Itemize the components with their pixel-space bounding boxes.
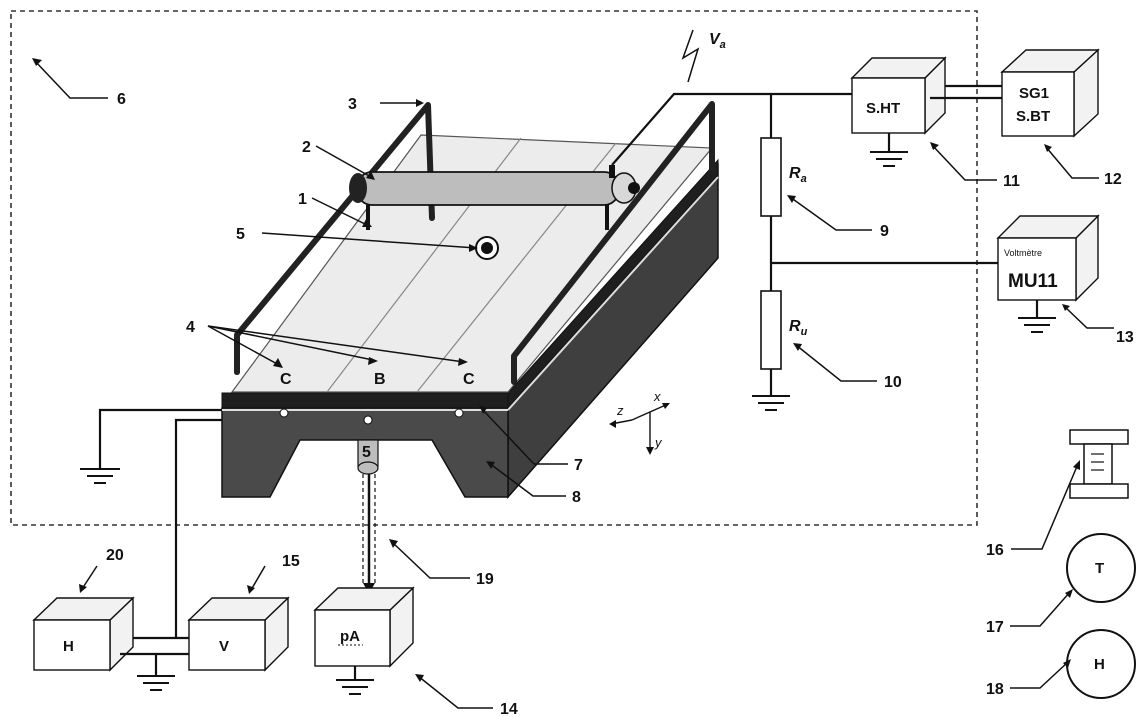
ref-8: 8 xyxy=(572,489,581,506)
resistor-ra xyxy=(760,137,782,217)
thermometer-circle: T xyxy=(1066,533,1136,603)
ref-5: 5 xyxy=(236,226,245,243)
ref-20: 20 xyxy=(106,547,124,564)
axis-z-label: z xyxy=(616,403,624,418)
v-box: V xyxy=(187,596,290,672)
sensor-16-icon xyxy=(1069,429,1129,499)
plate-hole-left xyxy=(279,408,289,418)
voltmeter-main-label: MU11 xyxy=(1008,271,1058,292)
metal-plate-strip-side xyxy=(507,176,719,411)
axis-indicator: z x y xyxy=(609,389,670,455)
signal-generator-box: SG1 S.BT xyxy=(1000,48,1100,138)
metal-plate-edge xyxy=(221,392,509,409)
table-base-front xyxy=(221,407,509,498)
voltmeter-small-label: Voltmètre xyxy=(1004,248,1042,258)
hygrometer-circle: H xyxy=(1066,629,1136,699)
t-circle-label: T xyxy=(1095,560,1104,577)
reference-numbers: 1 2 3 4 5 6 7 8 9 10 11 12 13 14 15 16 1… xyxy=(106,91,1134,717)
h-box: H xyxy=(32,596,135,672)
strip-label-left: C xyxy=(280,371,292,388)
voltage-label: Va xyxy=(709,31,726,51)
ref-17: 17 xyxy=(986,619,1004,636)
guide-rail-right xyxy=(511,101,715,385)
h-box-label: H xyxy=(63,638,74,655)
ground-hv-icon xyxy=(137,675,175,691)
resistor-ru xyxy=(760,290,782,370)
v-box-label: V xyxy=(219,638,229,655)
voltmeter-box: Voltmètre MU11 xyxy=(996,214,1100,333)
ref-11: 11 xyxy=(1003,173,1020,190)
picoammeter-box: pA xyxy=(313,586,415,695)
ground-plate-icon xyxy=(80,468,120,484)
axis-y-label: y xyxy=(654,435,663,450)
resistor-ra-label: Ra xyxy=(789,165,807,185)
probe-tip xyxy=(357,461,379,475)
electrode-end-left xyxy=(349,173,367,203)
ground-divider-icon xyxy=(752,395,790,411)
ref-19: 19 xyxy=(476,571,494,588)
ref-2: 2 xyxy=(302,139,311,156)
ref-18: 18 xyxy=(986,681,1004,698)
strip-label-mid: B xyxy=(374,371,386,388)
ref-3: 3 xyxy=(348,96,357,113)
ref-14: 14 xyxy=(500,701,518,717)
resistor-ru-label: Ru xyxy=(789,318,808,338)
ref-10: 10 xyxy=(884,374,902,391)
ref-4: 4 xyxy=(186,319,195,336)
enclosure-dashed-border xyxy=(10,10,978,526)
ref-12: 12 xyxy=(1104,171,1122,188)
plate-ground-wire xyxy=(98,408,222,468)
plate-hole-mid xyxy=(363,415,373,425)
pa-label: pA xyxy=(340,628,360,645)
electrode-body xyxy=(356,171,620,206)
electrode-clamp-right xyxy=(628,182,640,194)
probe-label: 5 xyxy=(362,444,371,461)
leader-lines xyxy=(32,58,1114,709)
ref-15: 15 xyxy=(282,553,300,570)
corona-electrode xyxy=(349,165,640,230)
ref-1: 1 xyxy=(298,191,307,208)
axis-x-label: x xyxy=(653,389,661,404)
ref-16: 16 xyxy=(986,542,1004,559)
voltage-lightning-icon xyxy=(681,29,700,83)
h-circle-label: H xyxy=(1094,656,1105,673)
sample-table: C B C 5 xyxy=(221,101,719,499)
ref-7: 7 xyxy=(574,457,583,474)
metal-plate-edge-side xyxy=(507,158,719,410)
measuring-spot-inner xyxy=(481,242,493,254)
sg1-label: SG1 xyxy=(1019,85,1049,102)
hv-wire-to-electrode xyxy=(611,92,857,166)
ref-9: 9 xyxy=(880,223,889,240)
sbt-label: S.BT xyxy=(1016,108,1050,125)
ref-13: 13 xyxy=(1116,329,1134,346)
high-voltage-supply-box: S.HT xyxy=(850,56,947,167)
strip-label-right: C xyxy=(463,371,475,388)
hv-box-wire xyxy=(174,418,222,638)
sht-label: S.HT xyxy=(866,100,900,117)
ref-6: 6 xyxy=(117,91,126,108)
plate-hole-right xyxy=(454,408,464,418)
